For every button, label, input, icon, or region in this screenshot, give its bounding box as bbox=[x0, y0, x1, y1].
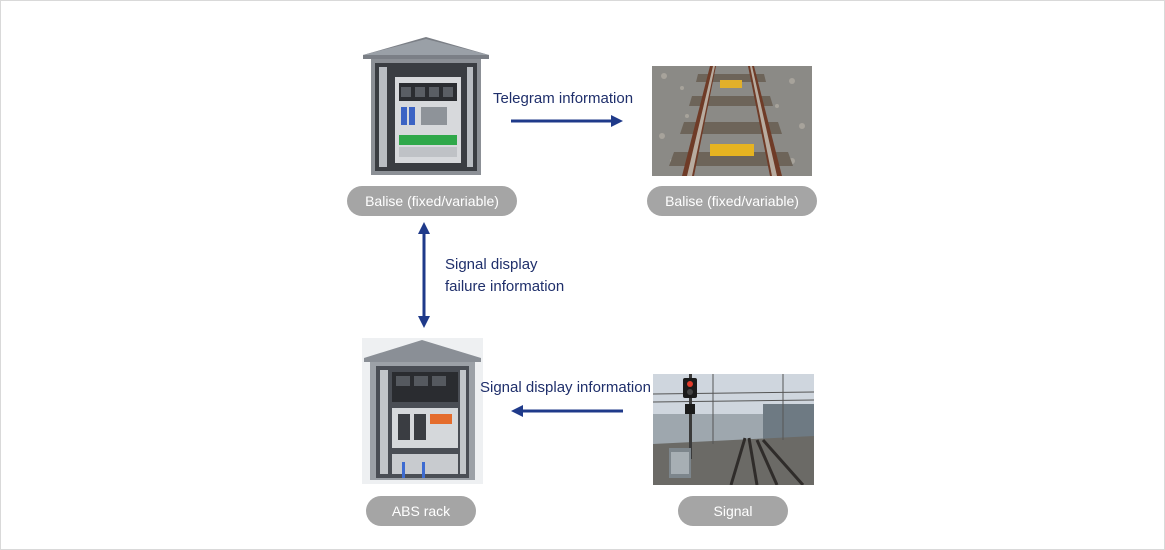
track-balise-label: Balise (fixed/variable) bbox=[647, 186, 817, 216]
abs-rack-label: ABS rack bbox=[366, 496, 476, 526]
balise-cabinet-label: Balise (fixed/variable) bbox=[347, 186, 517, 216]
failure-info-label-line1: Signal display bbox=[445, 256, 538, 273]
failure-info-arrow bbox=[418, 222, 430, 328]
track-balise-photo bbox=[652, 66, 812, 176]
signal-label: Signal bbox=[678, 496, 788, 526]
failure-info-label-line2: failure information bbox=[445, 278, 565, 295]
telegram-arrow bbox=[511, 115, 623, 127]
abs-rack-icon bbox=[362, 338, 483, 484]
signal-display-arrow bbox=[511, 405, 623, 417]
telegram-info-label: Telegram information bbox=[493, 90, 634, 107]
signal-display-info-label: Signal display information bbox=[480, 379, 651, 396]
signal-cabinet-icon bbox=[363, 37, 489, 175]
railway-signal-photo bbox=[653, 374, 814, 485]
